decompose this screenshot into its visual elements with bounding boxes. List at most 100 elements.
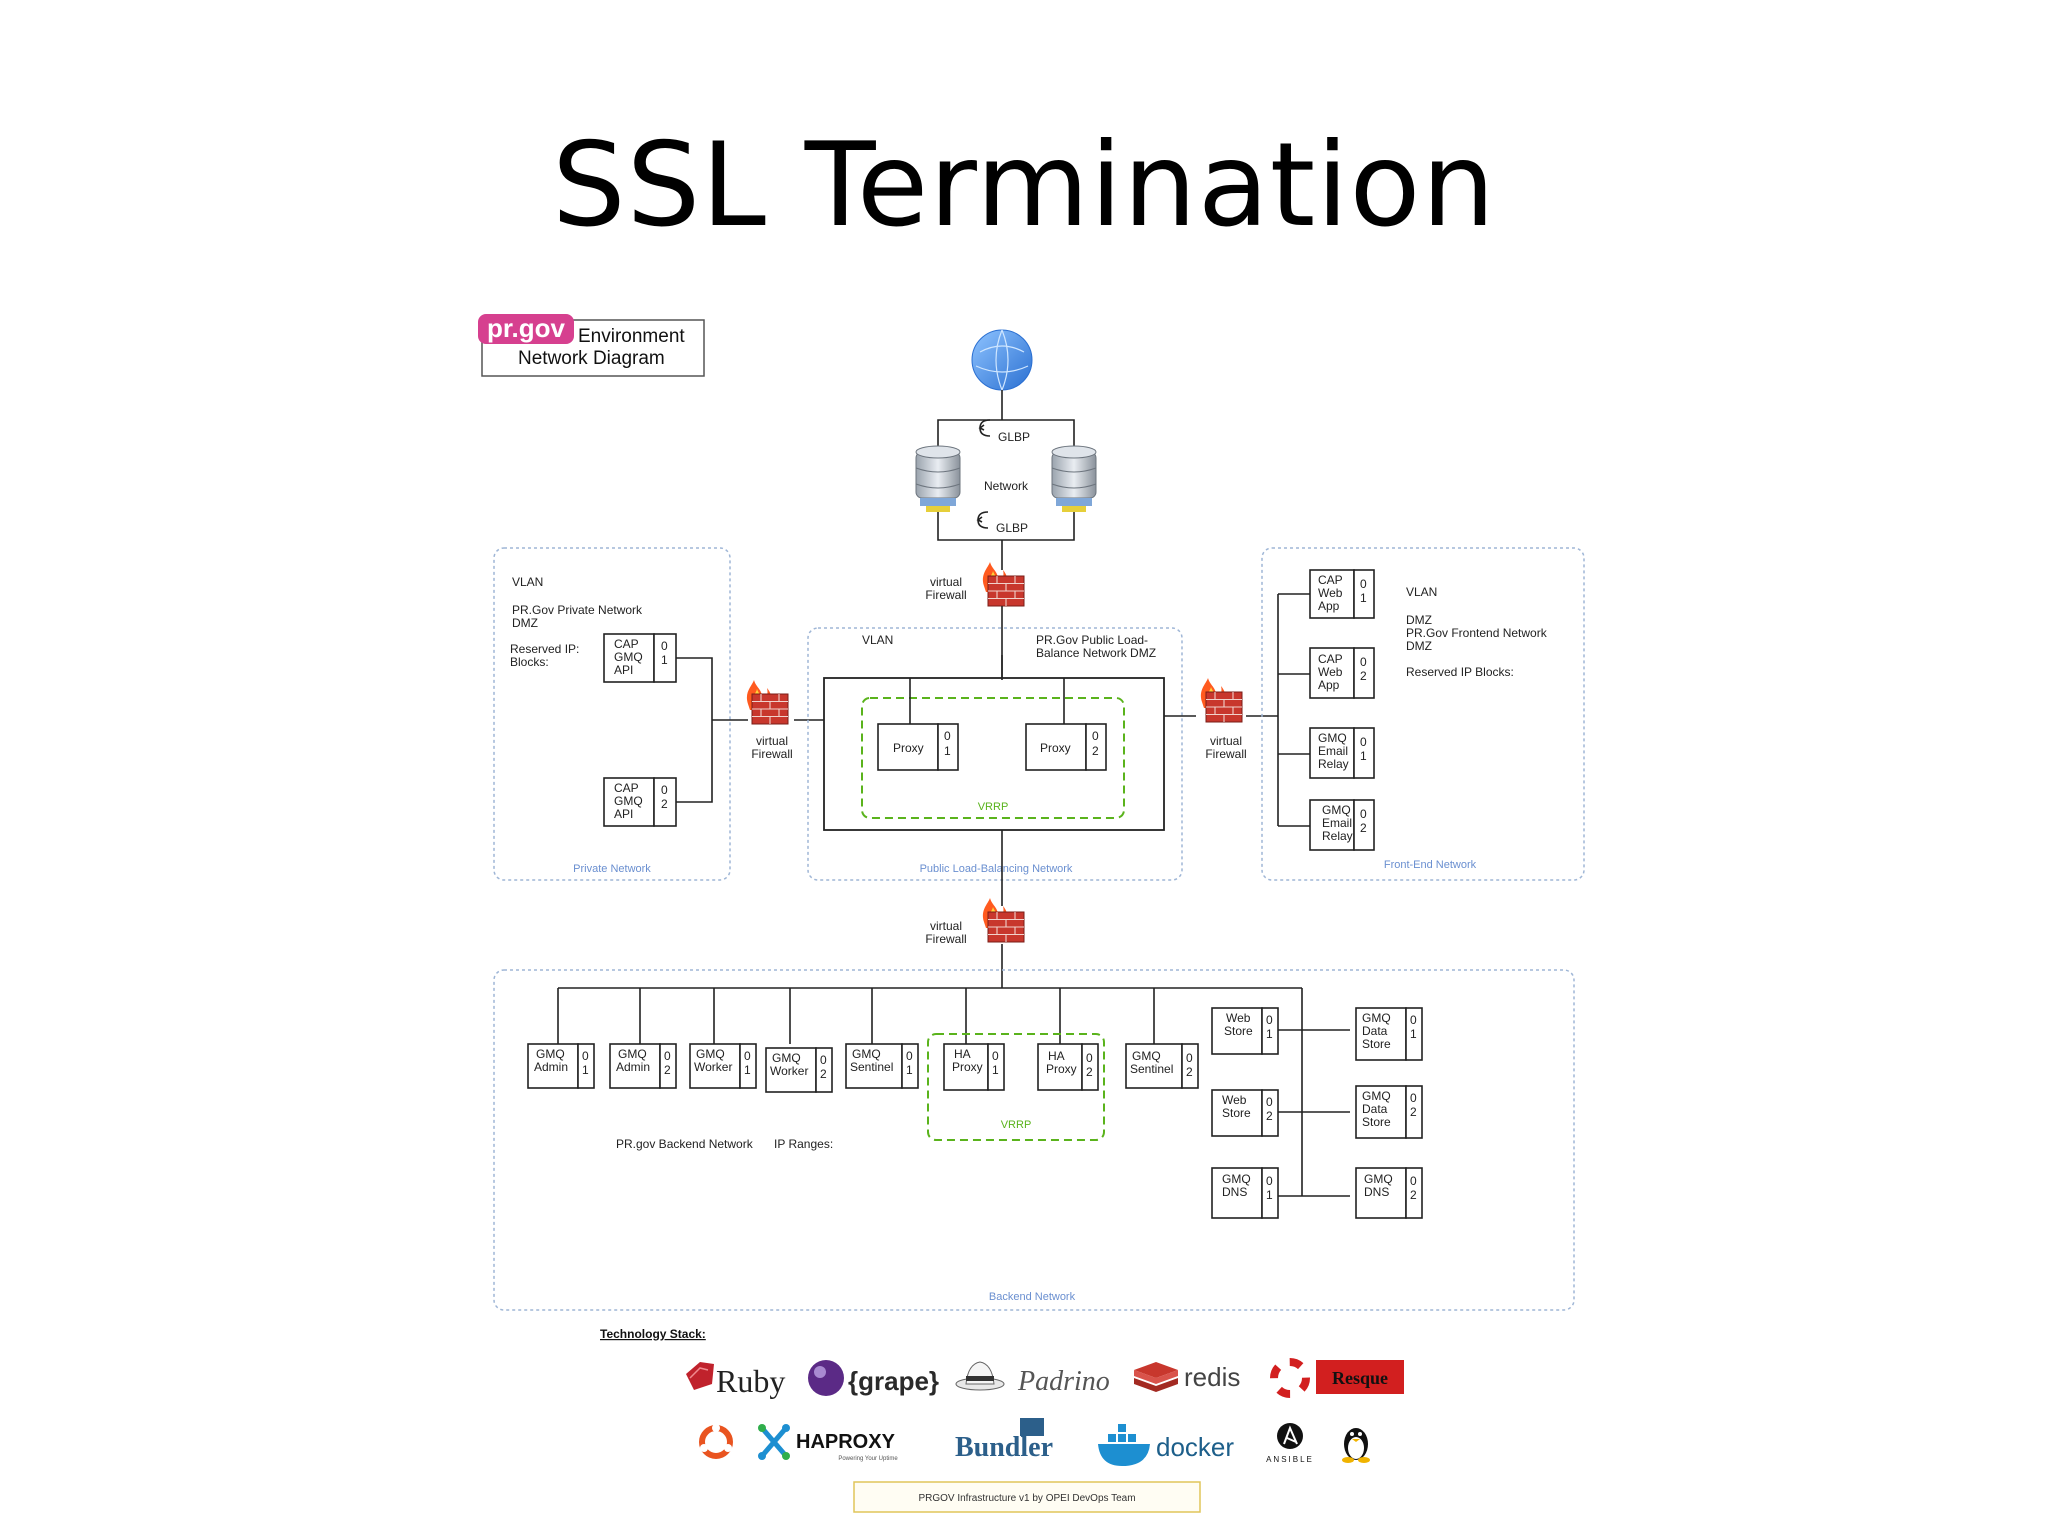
firewall-icon xyxy=(746,679,789,725)
svg-text:Proxy: Proxy xyxy=(893,741,924,755)
tech-docker: docker xyxy=(1156,1432,1234,1462)
svg-text:0: 0 xyxy=(661,639,668,653)
svg-text:0: 0 xyxy=(1410,1013,1417,1027)
svg-text:1: 1 xyxy=(944,744,951,758)
ubuntu-icon xyxy=(699,1424,733,1459)
tech-padrino: Padrino xyxy=(1017,1366,1110,1397)
tech-resque: Resque xyxy=(1332,1368,1388,1388)
node-ha-proxy-1: HA Proxy 0 1 xyxy=(943,1043,1005,1091)
firewall-icon xyxy=(982,897,1025,943)
node-cap-gmq-api-1: CAP GMQ API 0 1 xyxy=(603,633,677,683)
firewall-top-line2: Firewall xyxy=(925,588,966,602)
svg-text:App: App xyxy=(1318,678,1340,692)
frontend-zone xyxy=(1261,547,1585,881)
node-gmq-admin-2: GMQ Admin 0 2 xyxy=(609,1043,677,1089)
svg-text:Email: Email xyxy=(1322,816,1352,830)
backend-vrrp-label: VRRP xyxy=(1001,1119,1032,1131)
public-desc2: Balance Network DMZ xyxy=(1036,646,1156,660)
svg-text:Relay: Relay xyxy=(1318,757,1349,771)
svg-text:Admin: Admin xyxy=(616,1060,650,1074)
svg-text:GMQ: GMQ xyxy=(1322,803,1351,817)
svg-text:Store: Store xyxy=(1362,1115,1391,1129)
svg-text:Sentinel: Sentinel xyxy=(1130,1062,1173,1076)
firewall-left-line1: virtual xyxy=(756,734,788,748)
logo-line2: Network Diagram xyxy=(518,348,665,369)
backend-ip-ranges: IP Ranges: xyxy=(774,1137,833,1151)
svg-text:DNS: DNS xyxy=(1364,1185,1389,1199)
svg-text:2: 2 xyxy=(820,1067,827,1081)
svg-text:HA: HA xyxy=(954,1047,971,1061)
svg-text:2: 2 xyxy=(1410,1188,1417,1202)
bundler-icon xyxy=(1020,1418,1044,1436)
svg-text:HA: HA xyxy=(1048,1049,1065,1063)
svg-text:GMQ: GMQ xyxy=(772,1051,801,1065)
svg-text:1: 1 xyxy=(1266,1027,1273,1041)
private-desc1: PR.Gov Private Network xyxy=(512,603,643,617)
svg-text:1: 1 xyxy=(906,1063,913,1077)
svg-text:GMQ: GMQ xyxy=(614,794,643,808)
private-reserved2: Blocks: xyxy=(510,655,549,669)
node-gmq-data-store-2: GMQ Data Store 0 2 xyxy=(1355,1085,1423,1139)
svg-text:Worker: Worker xyxy=(694,1060,732,1074)
svg-text:0: 0 xyxy=(820,1053,827,1067)
tech-grape: {grape} xyxy=(848,1366,939,1396)
node-gmq-admin-1: GMQ Admin 0 1 xyxy=(527,1043,595,1089)
svg-text:Web: Web xyxy=(1226,1011,1251,1025)
svg-text:Web: Web xyxy=(1318,665,1343,679)
public-lb-zone xyxy=(807,627,1183,881)
firewall-icon xyxy=(982,561,1025,607)
node-cap-gmq-api-2: CAP GMQ API 0 2 xyxy=(603,777,677,827)
svg-text:GMQ: GMQ xyxy=(696,1047,725,1061)
svg-text:Web: Web xyxy=(1222,1093,1247,1107)
svg-text:2: 2 xyxy=(1360,669,1367,683)
node-gmq-sentinel-2: GMQ Sentinel 0 2 xyxy=(1125,1043,1199,1089)
svg-text:App: App xyxy=(1318,599,1340,613)
private-reserved1: Reserved IP: xyxy=(510,642,579,656)
svg-text:GMQ: GMQ xyxy=(852,1047,881,1061)
node-proxy-2: Proxy 0 2 xyxy=(1025,723,1107,771)
svg-text:2: 2 xyxy=(1360,821,1367,835)
private-network-label: Private Network xyxy=(573,863,651,875)
backend-network-label: Backend Network xyxy=(989,1291,1076,1303)
svg-text:GMQ: GMQ xyxy=(1318,731,1347,745)
private-desc2: DMZ xyxy=(512,616,538,630)
tech-stack-heading: Technology Stack: xyxy=(600,1327,706,1341)
node-web-store-2: Web Store 0 2 xyxy=(1211,1089,1279,1137)
docker-icon xyxy=(1098,1424,1150,1466)
node-proxy-1: Proxy 0 1 xyxy=(877,723,959,771)
ansible-icon xyxy=(1277,1423,1303,1449)
svg-text:CAP: CAP xyxy=(614,637,639,651)
svg-text:0: 0 xyxy=(664,1049,671,1063)
svg-text:0: 0 xyxy=(992,1049,999,1063)
node-ha-proxy-2: HA Proxy 0 2 xyxy=(1037,1043,1099,1091)
svg-text:1: 1 xyxy=(992,1063,999,1077)
glbp-bottom-label: GLBP xyxy=(996,521,1028,535)
svg-text:1: 1 xyxy=(582,1063,589,1077)
node-gmq-data-store-1: GMQ Data Store 0 1 xyxy=(1355,1007,1423,1061)
firewall-right-line1: virtual xyxy=(1210,734,1242,748)
logo-brand: pr.gov xyxy=(487,313,566,343)
svg-text:Store: Store xyxy=(1222,1106,1251,1120)
node-gmq-dns-1: GMQ DNS 0 1 xyxy=(1211,1167,1279,1219)
svg-text:Email: Email xyxy=(1318,744,1348,758)
svg-text:0: 0 xyxy=(1410,1174,1417,1188)
svg-text:2: 2 xyxy=(1092,744,1099,758)
svg-text:GMQ: GMQ xyxy=(614,650,643,664)
node-gmq-email-relay-1: GMQ Email Relay 0 1 xyxy=(1309,727,1375,779)
svg-text:0: 0 xyxy=(906,1049,913,1063)
glbp-icon xyxy=(976,511,989,529)
tech-ansible: ANSIBLE xyxy=(1266,1455,1314,1464)
glbp-top-label: GLBP xyxy=(998,430,1030,444)
tech-redis: redis xyxy=(1184,1362,1240,1392)
svg-text:1: 1 xyxy=(1266,1188,1273,1202)
linux-tux-icon xyxy=(1342,1428,1370,1463)
svg-text:GMQ: GMQ xyxy=(536,1047,565,1061)
firewall-top-line1: virtual xyxy=(930,575,962,589)
node-gmq-worker-1: GMQ Worker 0 1 xyxy=(689,1043,757,1089)
svg-text:Data: Data xyxy=(1362,1024,1388,1038)
svg-text:Proxy: Proxy xyxy=(1046,1062,1077,1076)
svg-text:API: API xyxy=(614,663,633,677)
svg-text:0: 0 xyxy=(1186,1051,1193,1065)
svg-text:0: 0 xyxy=(1266,1013,1273,1027)
